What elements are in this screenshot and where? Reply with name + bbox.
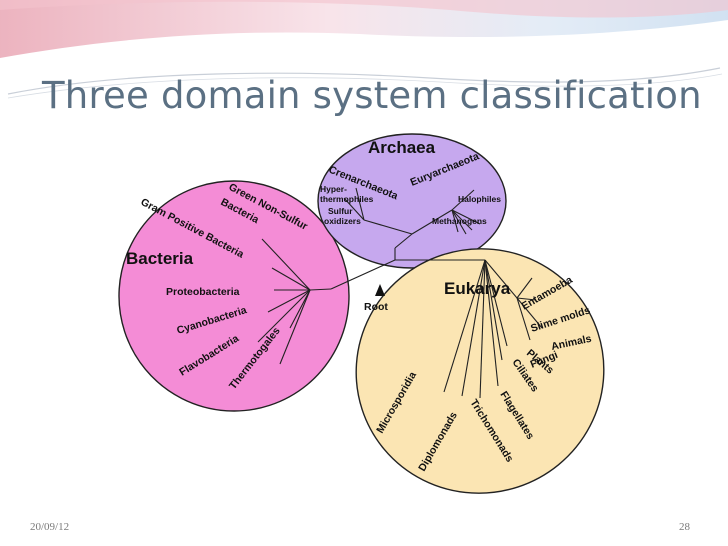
eukarya-ellipse [355, 248, 605, 494]
archaea-group-methanogens: Methanogens [432, 216, 487, 226]
root-label: Root [364, 301, 388, 313]
archaea-group-sulfur-line2: oxidizers [324, 216, 361, 226]
tree-branches [257, 187, 543, 399]
root-arrow-icon [375, 284, 385, 296]
archaea-label: Archaea [368, 138, 436, 157]
archaea-group-halophiles: Halophiles [458, 194, 501, 204]
slide-date: 20/09/12 [30, 521, 70, 533]
slide-title: Three domain system classification [42, 74, 702, 117]
archaea-ellipse [317, 133, 507, 269]
three-domain-diagram: Root Archaea Bacteria Eukarya Green Non-… [118, 133, 605, 494]
header-decoration [0, 0, 728, 99]
archaea-group-hyper-line2: thermophiles [320, 194, 374, 204]
archaea-group-sulfur-line1: Sulfur [328, 206, 353, 216]
bacteria-group-proteobacteria: Proteobacteria [166, 286, 240, 298]
bacteria-label: Bacteria [126, 249, 194, 268]
bacteria-ellipse [118, 180, 350, 412]
archaea-group-hyper-line1: Hyper- [320, 184, 347, 194]
slide-page-number: 28 [679, 521, 690, 533]
eukarya-label: Eukarya [444, 279, 511, 298]
